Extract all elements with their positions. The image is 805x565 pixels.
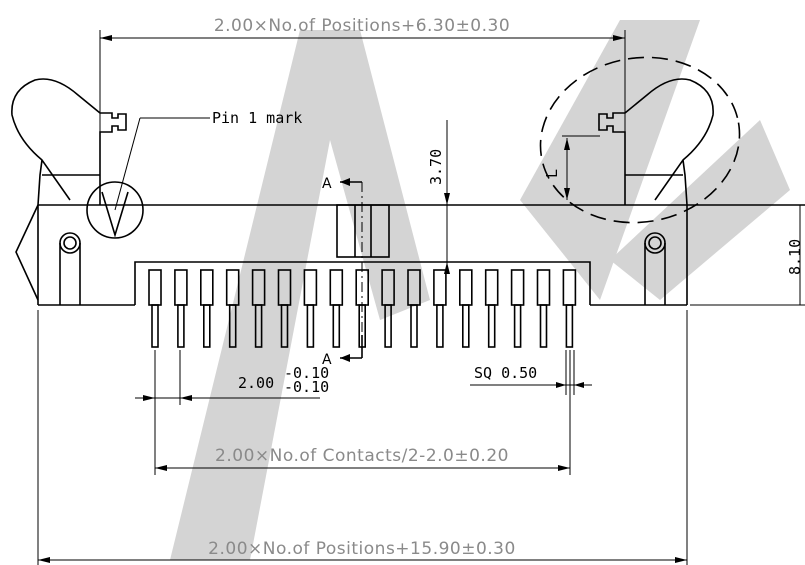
pin [461,304,470,348]
pin1-mark-symbol [86,117,210,239]
pin [306,304,315,348]
pin [228,304,237,348]
pin [177,304,185,348]
pitch-label: 2.00 [238,374,274,392]
pin [513,304,522,348]
contacts-span-dimension [154,350,571,475]
pin [151,304,159,348]
pin-square-label: SQ 0.50 [474,364,537,382]
top-width-dimension [99,30,626,132]
left-latch [11,78,127,305]
pin [410,304,418,348]
pin-slot [329,269,344,306]
height-8-10-label: 8.10 [786,239,804,275]
pin [254,304,263,348]
pin-row [148,269,577,348]
pin-slot [562,269,577,306]
pitch-tol-lower: -0.10 [284,378,329,396]
pin-slot [433,269,447,306]
pin-slot [174,269,188,306]
pin [280,304,289,348]
contacts-span-label: 2.00×No.of Contacts/2-2.0±0.20 [215,446,509,466]
latch-detail-ellipse [539,56,741,224]
watermark-logo [170,20,790,560]
pin [203,304,211,348]
top-width-label: 2.00×No.of Positions+6.30±0.30 [214,16,510,36]
pin1-mark-label: Pin 1 mark [212,109,302,127]
latch-length-label: L [543,169,561,178]
section-a-bottom-label: A [322,352,332,368]
height-3-70-label: 3.70 [427,149,445,185]
pitch-tol-upper: -0.10 [284,364,329,382]
pin-slot [200,269,214,306]
pin [539,304,548,348]
pin [436,304,444,348]
height-8-10-dimension [690,205,805,306]
pin [565,304,574,348]
bottom-width-dimension [37,310,688,565]
pin [384,304,392,348]
pin [487,304,496,348]
section-a-top-label: A [322,176,332,192]
section-a-marks [340,178,363,362]
right-latch [598,78,714,305]
pin-slot [484,269,499,306]
pin-square-dimension [470,350,592,395]
bottom-width-label: 2.00×No.of Positions+15.90±0.30 [208,539,516,559]
pin-slot [458,269,473,306]
pin-slot [303,269,318,306]
pin-slot [510,269,525,306]
pitch-dimension [135,350,320,405]
pin-slot [148,269,162,306]
pin [332,304,341,348]
height-3-70-dimension [389,120,452,274]
pin-slot [536,269,551,306]
